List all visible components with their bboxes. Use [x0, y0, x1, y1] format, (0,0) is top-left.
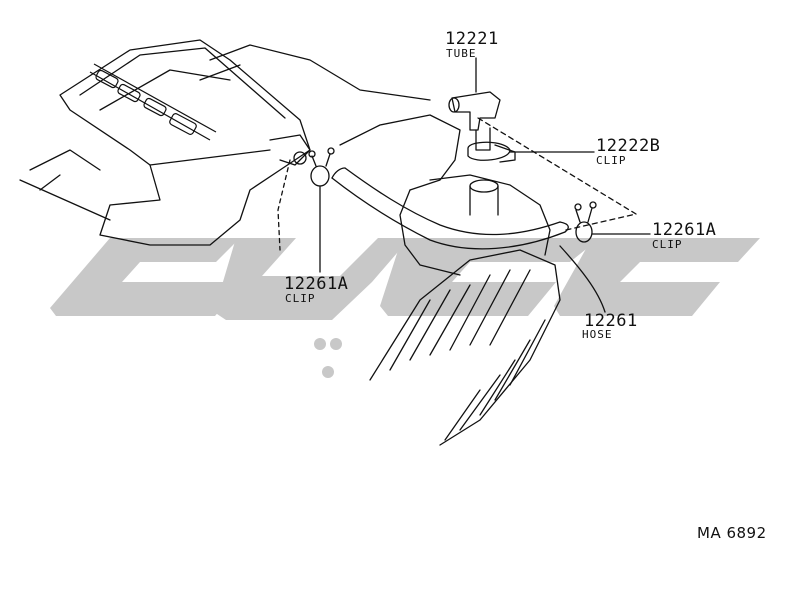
watermark-logo [50, 238, 760, 378]
tube-part-number: 12221 [445, 29, 499, 49]
clip-a-right-part-number: 12261A [652, 220, 717, 240]
engine-cover-lettering [89, 63, 217, 141]
clip-a-left-part-number: 12261A [284, 274, 349, 294]
hose-part-name: HOSE [582, 328, 613, 341]
clip-b-part-number: 12222B [596, 136, 661, 156]
clip-a-left-part-name: CLIP [285, 292, 316, 305]
clip-a-right-part-name: CLIP [652, 238, 683, 251]
reference-code: MA 6892 [697, 524, 767, 542]
clip-b-part-name: CLIP [596, 154, 627, 167]
tube-part-name: TUBE [446, 47, 477, 60]
hose-part-number: 12261 [584, 311, 638, 331]
engine-line-art [19, 39, 651, 446]
